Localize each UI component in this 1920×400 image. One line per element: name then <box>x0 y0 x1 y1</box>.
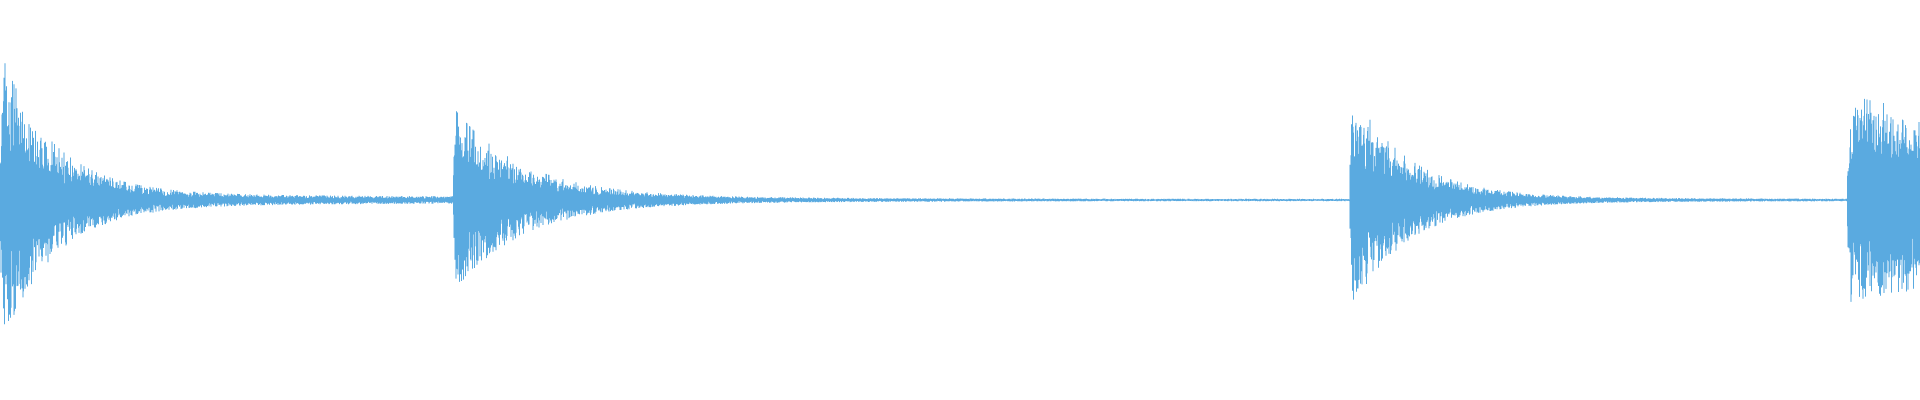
waveform-trace <box>0 63 1920 325</box>
